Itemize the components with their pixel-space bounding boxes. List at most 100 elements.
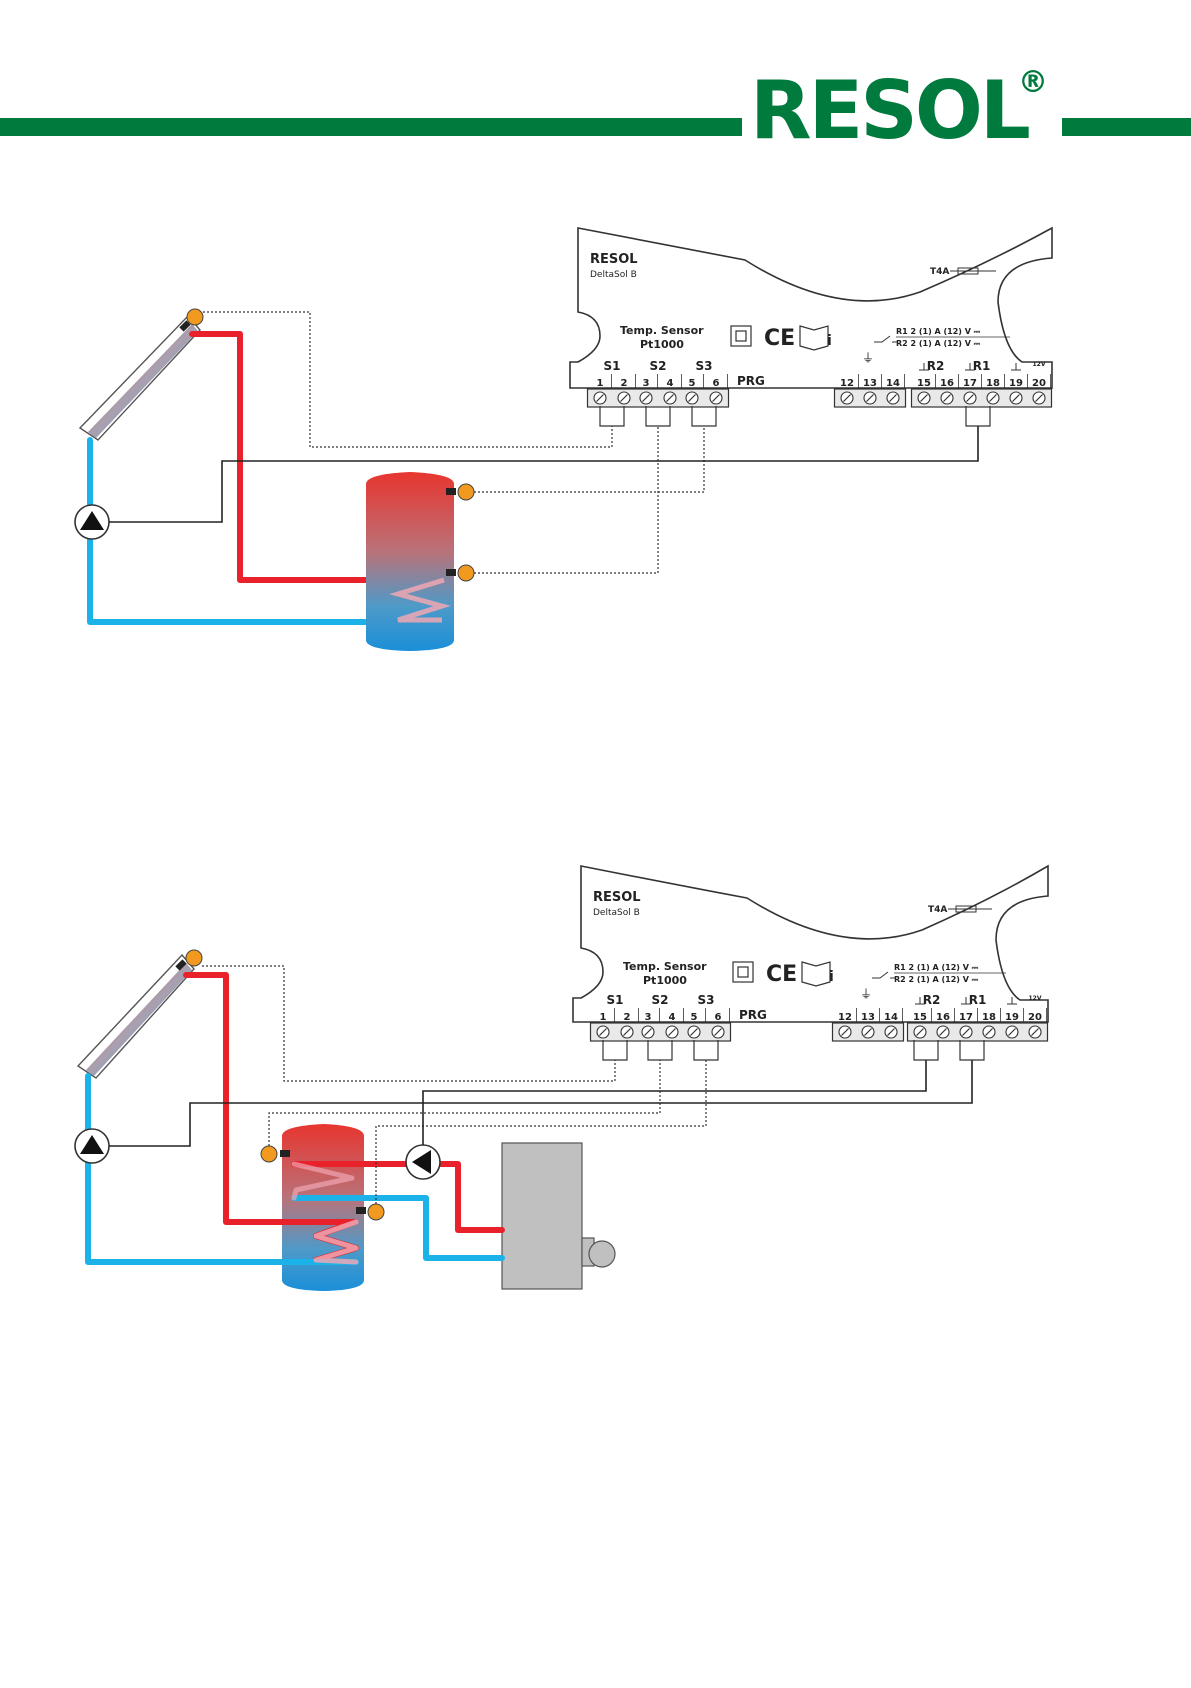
terminal-label: 15 — [913, 1012, 927, 1023]
sensor-wire-s1-1 — [203, 311, 613, 448]
terminal-screw-slot — [714, 1028, 722, 1036]
cable-clamp-r2-2 — [913, 1040, 939, 1061]
tank-top-temp-sensor-icon — [457, 483, 475, 501]
registered-mark: ® — [1018, 65, 1048, 100]
collector-temp-sensor-icon — [185, 949, 203, 967]
terminal-group-label: R1 — [969, 993, 987, 1007]
terminal-screw-slot — [688, 394, 696, 402]
terminal-label: 2 — [621, 378, 628, 389]
terminal-screw-slot — [989, 394, 997, 402]
terminal-screw-slot — [644, 1028, 652, 1036]
controller-2-outline — [572, 864, 1049, 1023]
wiring-2 — [109, 965, 985, 1204]
double-insulation-icon-inner — [737, 966, 749, 978]
ground-symbol-icon — [1011, 363, 1021, 371]
diagram-1: RESOL DeltaSol B T4A Temp. Sensor Pt1000… — [74, 226, 1053, 651]
terminal-label: 2 — [624, 1012, 631, 1023]
terminal-screw-slot — [889, 394, 897, 402]
terminal-label: 13 — [861, 1012, 875, 1023]
controller-1: RESOL DeltaSol B T4A Temp. Sensor Pt1000… — [569, 226, 1053, 408]
terminal-screw-slot — [1008, 1028, 1016, 1036]
terminal-group-label: S3 — [698, 993, 715, 1007]
terminal-group-label: R2 — [923, 993, 941, 1007]
terminal-label: 4 — [667, 378, 674, 389]
manual-book-icon — [801, 961, 831, 987]
terminal-label: 3 — [643, 378, 650, 389]
solar-collector-1 — [78, 308, 204, 441]
cable-clamp-s3-1 — [691, 406, 717, 427]
terminal-label: 6 — [715, 1012, 722, 1023]
tank-sensor-bottom-holder — [446, 569, 456, 576]
controller-2-model: DeltaSol B — [593, 908, 640, 918]
terminal-screw-slot — [916, 1028, 924, 1036]
double-insulation-icon — [730, 325, 752, 347]
sensor-wire-s2-2 — [268, 1060, 661, 1146]
controller-2-sensor-label: Temp. Sensor — [623, 960, 707, 973]
tank-top-temp-sensor-icon — [260, 1145, 278, 1163]
terminal-block-3 — [910, 388, 1053, 408]
pump-arrow-icon — [80, 511, 104, 530]
tank-bottom-sensor-holder — [356, 1207, 366, 1214]
controller-1-fuse: T4A — [930, 267, 949, 277]
ground-symbol-icon — [965, 363, 975, 371]
solar-pump-1 — [74, 504, 110, 540]
terminal-label: 6 — [713, 378, 720, 389]
terminal-screw-slot — [596, 394, 604, 402]
ground-symbol-icon — [919, 363, 929, 371]
terminal-group-label: S2 — [650, 359, 667, 373]
controller-2-relay-line-2: R2 2 (1) A (12) V ⎓ — [894, 975, 979, 984]
controller-1-model: DeltaSol B — [590, 270, 637, 280]
terminal-label: 19 — [1009, 378, 1023, 389]
terminal-block-1 — [589, 1022, 732, 1042]
terminal-screw-slot — [985, 1028, 993, 1036]
boiler — [501, 1142, 616, 1290]
controller-2-brand: RESOL — [593, 890, 641, 905]
tank-bottom-temp-sensor-icon — [367, 1203, 385, 1221]
sensor-wire-s1-2 — [202, 965, 616, 1082]
terminal-label: 1 — [600, 1012, 607, 1023]
controller-2-fuse: T4A — [928, 905, 947, 915]
tank-coil-2 — [313, 1219, 359, 1265]
terminal-label: 5 — [689, 378, 696, 389]
terminal-label: 3 — [645, 1012, 652, 1023]
wiring-1 — [109, 311, 991, 574]
storage-tank-2 — [282, 1124, 364, 1291]
tank-top-sensor-holder — [280, 1150, 290, 1157]
collector-temp-sensor-icon — [186, 308, 204, 326]
pump-power-wire-1 — [109, 426, 979, 523]
pipes-2 — [85, 972, 505, 1265]
controller-1-sensor-label: Temp. Sensor — [620, 324, 704, 337]
terminal-label: 18 — [986, 378, 1000, 389]
sensor-wire-s2-1 — [474, 426, 659, 574]
terminal-label: 17 — [959, 1012, 973, 1023]
solar-collector-2 — [76, 949, 203, 1079]
boiler-pump — [405, 1144, 441, 1180]
terminal-block-3 — [906, 1022, 1049, 1042]
storage-tank-1 — [366, 472, 475, 651]
terminal-screw-slot — [887, 1028, 895, 1036]
cable-clamp-s2-2 — [647, 1040, 673, 1061]
tank-bottom-temp-sensor-icon — [457, 564, 475, 582]
controller-1-brand: RESOL — [590, 252, 638, 267]
controller-2: RESOL DeltaSol B T4A Temp. Sensor Pt1000… — [572, 864, 1049, 1042]
boiler-return-pipe — [291, 1195, 505, 1261]
terminal-label: 19 — [1005, 1012, 1019, 1023]
header-bar-left — [0, 118, 742, 136]
cable-clamp-r1-2 — [959, 1040, 985, 1061]
terminal-label: 16 — [940, 378, 954, 389]
terminal-group-label: S2 — [652, 993, 669, 1007]
sensor-wire-s3-2 — [375, 1060, 707, 1204]
tank-coil-1 — [388, 577, 451, 623]
terminal-label: 13 — [863, 378, 877, 389]
ce-mark-icon: CE — [766, 962, 797, 987]
terminal-label: 12 — [840, 378, 854, 389]
terminal-label: 15 — [917, 378, 931, 389]
boiler-burner-fan-icon — [588, 1240, 616, 1268]
cable-clamp-s3-2 — [693, 1040, 719, 1061]
cable-clamp-s2-1 — [645, 406, 671, 427]
terminal-block-1 — [586, 388, 730, 408]
relay-switch-icon — [874, 335, 898, 343]
